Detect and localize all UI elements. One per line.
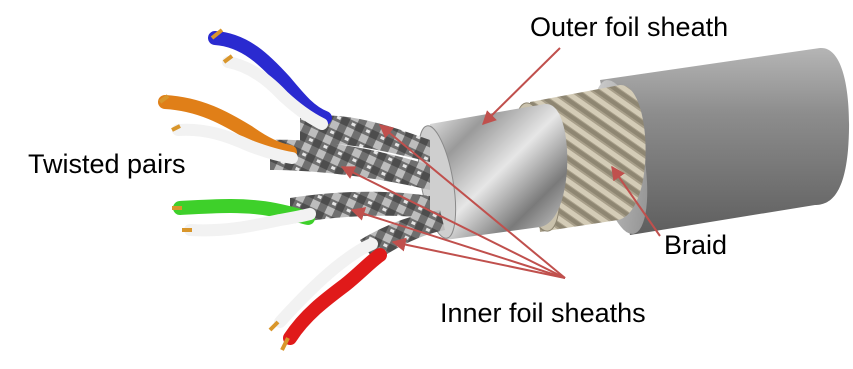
green-pair	[172, 206, 310, 230]
twisted-pairs-label: Twisted pairs	[28, 151, 186, 178]
outer-foil-sheath-label: Outer foil sheath	[530, 14, 728, 41]
twisted-pairs	[160, 30, 380, 350]
red-pair	[270, 244, 380, 350]
inner-foil-sheaths-label: Inner foil sheaths	[440, 300, 646, 327]
blue-pair	[212, 30, 325, 124]
braid-label: Braid	[664, 232, 727, 259]
inner-foil-sheaths	[270, 115, 445, 262]
arrow-inner-foil-4	[393, 242, 565, 278]
